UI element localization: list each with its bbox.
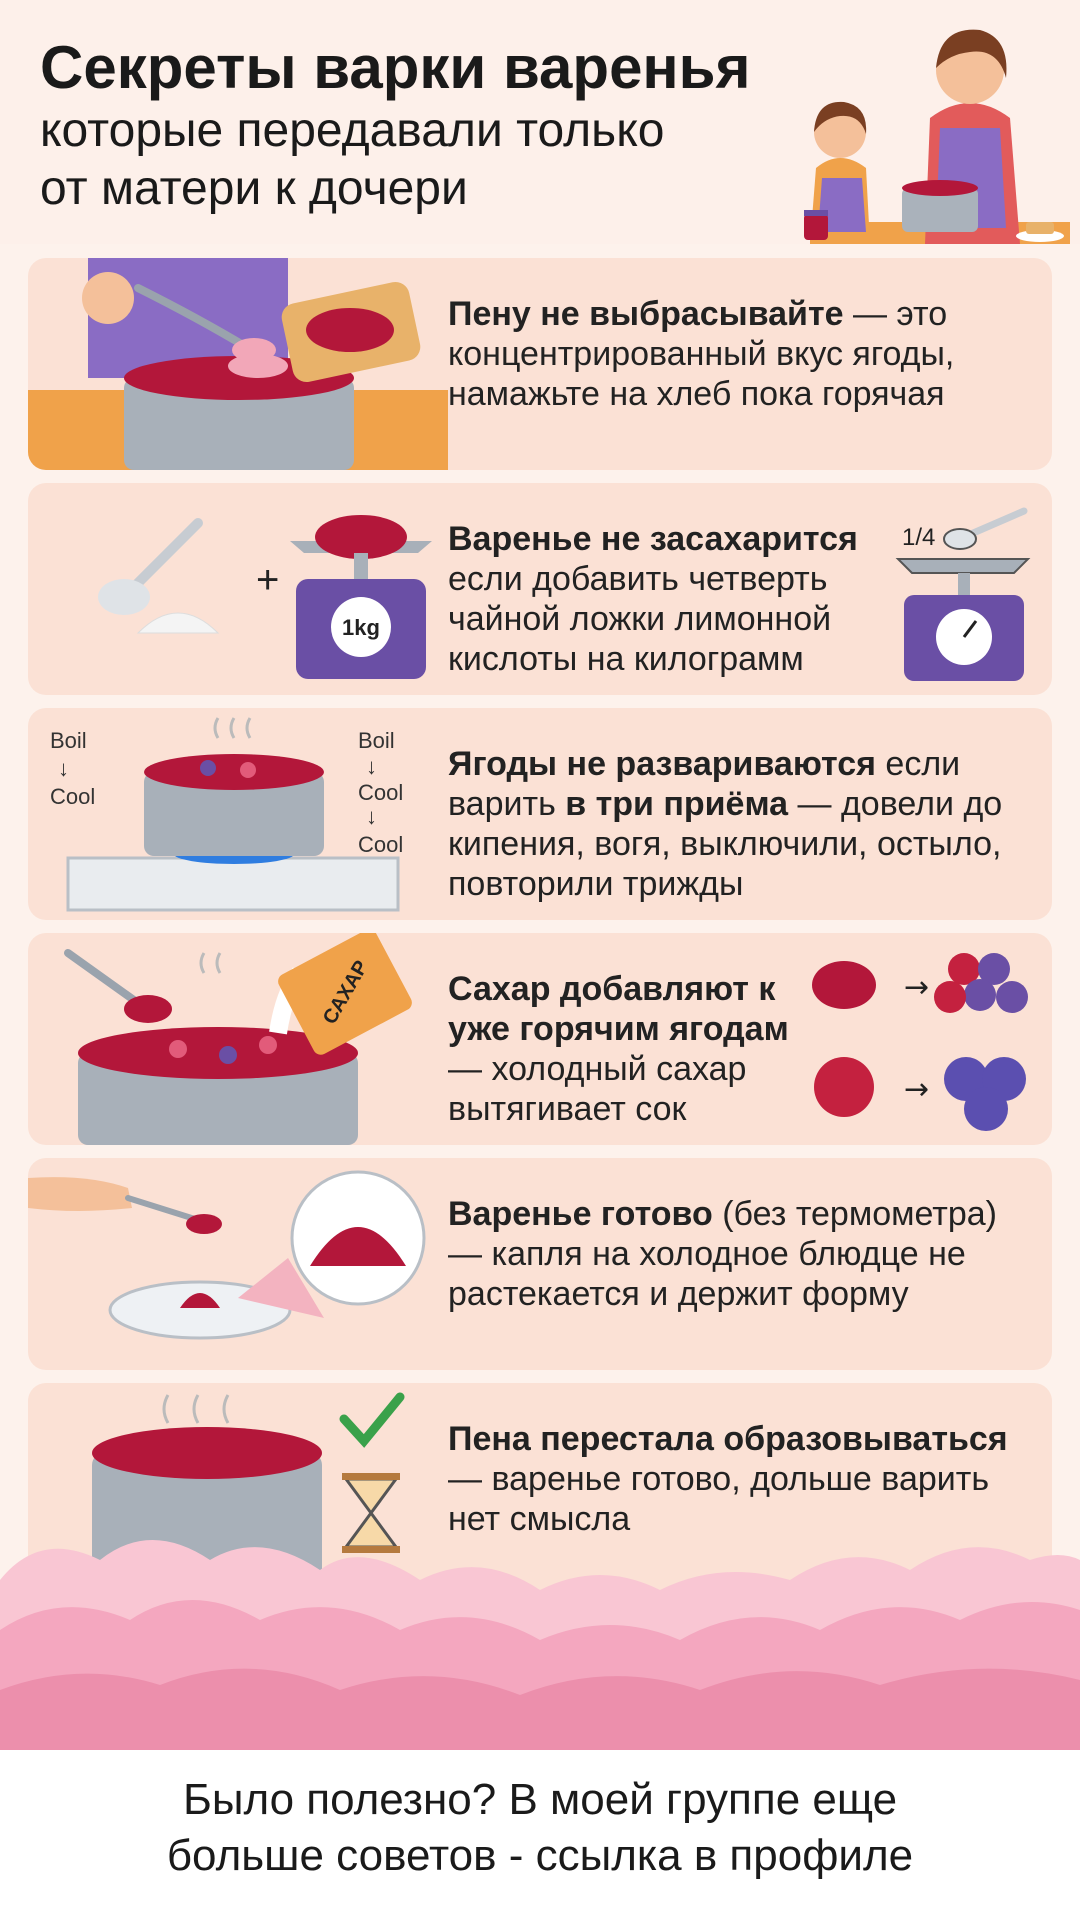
svg-text:↓: ↓ — [366, 804, 377, 829]
tip-text-2: Варенье не засахарится если добавить чет… — [448, 519, 868, 679]
tip-text-4: Сахар добавляют к уже горячим ягодам — х… — [448, 969, 828, 1129]
spoon-scale-illustration: + 1kg — [98, 515, 432, 679]
tip-3-bold-b: в три приёма — [565, 785, 789, 823]
tip-card-foam: Пену не выбрасывайте — это концентрирова… — [28, 258, 1052, 470]
svg-text:→: → — [904, 1072, 929, 1107]
cool-label-left: Cool — [50, 784, 95, 809]
tip-6-bold: Пена перестала образовываться — [448, 1420, 1008, 1458]
svg-text:→: → — [904, 970, 929, 1005]
berry-comparison-icon: → → — [812, 953, 1028, 1131]
tip-3-rest-b: — довели до кипения, вогя, выключили, ос… — [448, 785, 1003, 903]
tip-2-bold: Варенье не засахарится — [448, 520, 858, 558]
svg-text:↓: ↓ — [366, 754, 377, 779]
tip-card-hot-berries: САХАР Сахар добавляют к уже горячим ягод… — [28, 933, 1052, 1145]
tip-1-bold: Пену не выбрасывайте — [448, 295, 844, 333]
quarter-spoon-scale-icon: 1/4 — [895, 507, 1031, 681]
tip-card-three-steps: Boil ↓ Cool Boil ↓ Cool ↓ Cool Ягоды не … — [28, 708, 1052, 920]
boil-label-right: Boil — [358, 728, 395, 753]
weight-label: 1kg — [342, 615, 380, 640]
svg-text:↓: ↓ — [58, 756, 69, 781]
tip-3-rest-a: если варить — [448, 745, 961, 823]
pot-foam-toast-illustration — [28, 258, 448, 470]
header: Секреты варки варенья которые передавали… — [0, 0, 1080, 244]
quarter-label: 1/4 — [902, 524, 935, 551]
tip-card-drop-test: Варенье готово (без термометра) — капля … — [28, 1158, 1052, 1370]
pink-clouds-decoration — [0, 1540, 1080, 1750]
cool-label-right-1: Cool — [358, 780, 403, 805]
tip-2-rest: если добавить четверть чайной ложки лимо… — [448, 560, 832, 678]
tip-6-rest: — варенье готово, дольше варить нет смыс… — [448, 1460, 990, 1538]
mother-daughter-illustration — [804, 29, 1070, 244]
tip-text-1: Пену не выбрасывайте — это концентрирова… — [448, 294, 1028, 414]
cool-label-right-2: Cool — [358, 832, 403, 857]
subtitle-line-1: которые передавали только — [40, 104, 665, 157]
pot-on-stove-illustration: Boil ↓ Cool Boil ↓ Cool ↓ Cool — [50, 717, 403, 912]
tip-4-rest: — холодный сахар вытягивает сок — [448, 1050, 747, 1128]
tip-1-rest: — это концентрированный вкус ягоды, нама… — [448, 295, 955, 413]
svg-text:+: + — [256, 558, 279, 602]
tip-5-bold: Варенье готово — [448, 1195, 713, 1233]
tip-4-bold: Сахар добавляют к уже горячим ягодам — [448, 970, 789, 1048]
subtitle-line-2: от матери к дочери — [40, 162, 468, 215]
footer-line-1: Было полезно? В моей группе еще — [182, 1775, 898, 1824]
page-title: Секреты варки варенья которые передавали… — [40, 34, 780, 218]
footer: Было полезно? В моей группе еще больше с… — [0, 1750, 1080, 1920]
sugar-into-pot-illustration: САХАР — [64, 933, 412, 1145]
footer-line-2: больше советов - ссылка в профиле — [166, 1831, 914, 1880]
tip-text-5: Варенье готово (без термометра) — капля … — [448, 1194, 1028, 1314]
tip-card-sugar-crystallize: + 1kg Варенье не засахарится если добави… — [28, 483, 1052, 695]
title-main: Секреты варки варенья — [40, 34, 751, 101]
tip-5-rest: (без термометра) — капля на холодное блю… — [448, 1195, 997, 1313]
drop-on-plate-illustration — [28, 1170, 426, 1340]
tip-3-bold: Ягоды не развариваются — [448, 745, 876, 783]
tip-text-6: Пена перестала образовываться — варенье … — [448, 1419, 1028, 1539]
boil-label-left: Boil — [50, 728, 87, 753]
tip-text-3: Ягоды не развариваются если варить в три… — [448, 744, 1028, 904]
footer-cta: Было полезно? В моей группе еще больше с… — [60, 1772, 1020, 1884]
